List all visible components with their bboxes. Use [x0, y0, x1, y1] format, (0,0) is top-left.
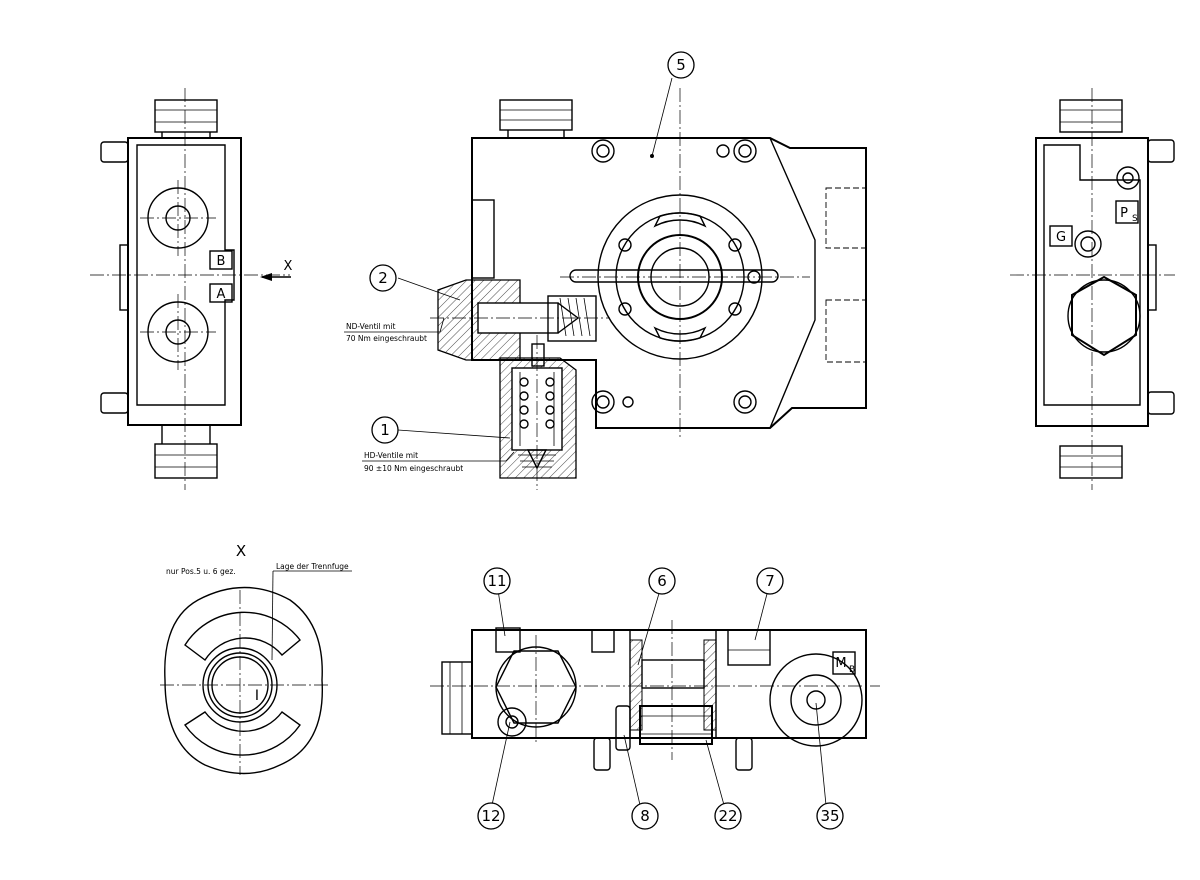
svg-text:22: 22 — [718, 807, 737, 825]
balloon-5: 5 — [667, 51, 695, 79]
port-label-b: B — [209, 250, 233, 270]
balloon-11: 11 — [483, 567, 511, 595]
left-side-view: B A X — [90, 88, 293, 490]
hex-nut-bottom — [154, 424, 218, 479]
hex-nut-top — [154, 99, 218, 138]
bolt-holes — [591, 139, 757, 414]
detail-view-x: X nur Pos.5 u. 6 gez. Lage der Trennfuge… — [160, 542, 352, 775]
hex-plug — [1067, 275, 1141, 357]
port-label-mb: M B — [832, 651, 856, 675]
svg-text:G: G — [1056, 230, 1066, 245]
hex-nut-front — [499, 99, 573, 138]
svg-text:7: 7 — [765, 572, 775, 590]
pump-disc — [560, 88, 810, 440]
svg-text:B: B — [849, 665, 855, 675]
port-circle-upper — [140, 180, 216, 256]
port-circle-lower — [140, 294, 216, 370]
detail-scope-note: nur Pos.5 u. 6 gez. — [166, 567, 236, 576]
view-arrow-x: X — [260, 259, 293, 281]
balloon-22: 22 — [714, 802, 742, 830]
port-label-g: G — [1049, 225, 1073, 247]
hd-valve-section — [499, 335, 577, 490]
balloon-8: 8 — [631, 802, 659, 830]
svg-text:11: 11 — [487, 572, 506, 590]
hd-valve-note-1: HD-Ventile mit — [364, 451, 418, 460]
svg-text:12: 12 — [481, 807, 500, 825]
svg-text:6: 6 — [657, 572, 667, 590]
nd-valve-note-1: ND-Ventil mit — [346, 322, 395, 331]
parting-line-note: Lage der Trennfuge — [276, 562, 349, 571]
balloon-7: 7 — [756, 567, 784, 595]
front-section-view: ND-Ventil mit 70 Nm eingeschraubt HD-Ven… — [344, 88, 867, 490]
svg-text:A: A — [217, 287, 226, 302]
detail-title: X — [236, 542, 246, 560]
balloon-2: 2 — [369, 264, 397, 292]
nd-valve-section — [430, 279, 610, 361]
roman-label: I — [255, 688, 259, 704]
bottom-body — [471, 629, 867, 739]
dowel-pin — [100, 141, 129, 163]
svg-text:P: P — [1120, 206, 1128, 221]
svg-text:5: 5 — [676, 56, 686, 74]
balloon-35: 35 — [816, 802, 844, 830]
balloon-12: 12 — [477, 802, 505, 830]
hd-valve-note-2: 90 ±10 Nm eingeschraubt — [364, 464, 463, 473]
right-side-view: G P S — [1010, 88, 1175, 490]
bottom-view: M B — [430, 589, 880, 806]
svg-text:B: B — [217, 254, 226, 269]
svg-text:X: X — [284, 259, 293, 274]
svg-text:1: 1 — [380, 421, 390, 439]
nd-valve-note-2: 70 Nm eingeschraubt — [346, 334, 427, 343]
balloon-6: 6 — [648, 567, 676, 595]
svg-text:S: S — [1132, 214, 1138, 224]
left-body — [127, 137, 242, 426]
port-label-ps: P S — [1115, 200, 1139, 224]
svg-text:8: 8 — [640, 807, 650, 825]
svg-text:2: 2 — [378, 269, 388, 287]
svg-text:M: M — [835, 656, 846, 671]
svg-text:35: 35 — [820, 807, 839, 825]
balloon-1: 1 — [371, 416, 399, 444]
port-label-a: A — [209, 283, 233, 303]
